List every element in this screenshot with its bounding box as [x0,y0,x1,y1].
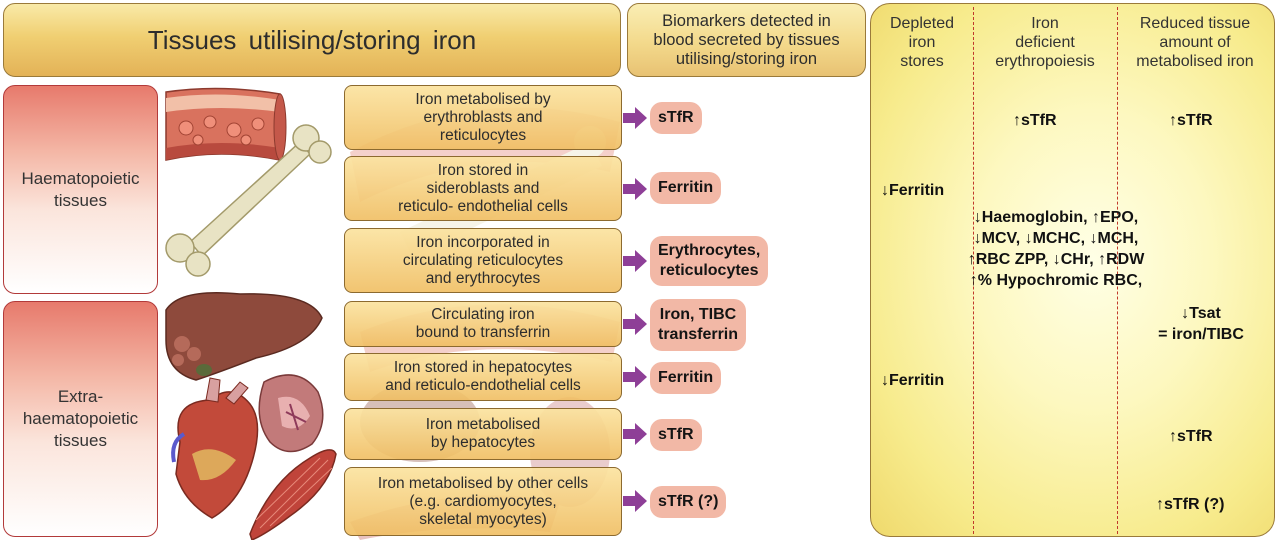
arrow-right-icon [623,107,647,129]
extra-haematopoietic-tissues-box: Extra- haematopoietic tissues [3,301,158,537]
bone-marrow-icon [165,87,287,161]
marker-erythrocytes: Erythrocytes, reticulocytes [650,236,769,286]
stage-header-reduced-tissue: Reduced tissue amount of metabolised iro… [1136,15,1254,70]
stage-header-erythropoiesis: Iron deficient erythropoiesis [995,15,1095,70]
process-box-erythroblasts: Iron metabolised by erythroblasts and re… [344,85,622,150]
process-box-circulating-cells: Iron incorporated in circulating reticul… [344,228,622,293]
value-ferritin-extra: ↓Ferritin [881,372,945,389]
marker-stfr-liver: sTfR [650,419,702,451]
haematopoietic-tissues-box: Haematopoietic tissues [3,85,158,294]
process-box-transferrin: Circulating iron bound to transferrin [344,301,622,347]
process-box-other-cells: Iron metabolised by other cells (e.g. ca… [344,467,622,536]
arrow-right-icon [623,250,647,272]
marker-ferritin-liver: Ferritin [650,362,722,394]
arrow-right-icon [623,313,647,335]
value-ferritin-haem: ↓Ferritin [881,182,945,199]
value-reduced-stfr-top: ↑sTfR [1169,112,1213,129]
process-box-sideroblasts: Iron stored in sideroblasts and reticulo… [344,156,622,221]
kidney-icon [258,374,324,453]
marker-iron-tibc: Iron, TIBC transferrin [650,299,747,351]
marker-stfr-other: sTfR (?) [650,486,727,518]
arrow-right-icon [623,178,647,200]
marker-stfr: sTfR [650,102,702,134]
stage-divider [973,7,974,536]
liver-icon [165,291,323,381]
tissue-illustrations [165,87,337,540]
value-reduced-stfr-mid: ↑sTfR [1169,428,1213,445]
stage-header-depleted: Depleted iron stores [889,15,955,70]
marker-ferritin: Ferritin [650,172,722,204]
biomarkers-title: Biomarkers detected in blood secreted by… [627,3,866,77]
stage-divider [1117,7,1118,536]
process-box-hepatocyte-metabolism: Iron metabolised by hepatocytes [344,408,622,460]
muscle-icon [249,449,337,540]
arrow-right-icon [623,423,647,445]
arrow-right-icon [623,490,647,512]
bone-icon [165,124,332,277]
heart-icon [171,377,259,519]
erythropoiesis-markers-block: ↓Haemoglobin, ↑EPO, ↓MCV, ↓MCHC, ↓MCH, ↑… [967,209,1145,289]
arrow-right-icon [623,366,647,388]
value-tsat: ↓Tsat = iron/TIBC [1158,305,1244,343]
iron-deficiency-stages-panel: Depleted iron stores Iron deficient eryt… [870,3,1275,537]
main-title: Tissues utilising/storing iron [3,3,621,77]
process-box-hepatocyte-storage: Iron stored in hepatocytes and reticulo-… [344,353,622,401]
value-erythropoiesis-stfr: ↑sTfR [1013,112,1057,129]
value-reduced-stfr-bottom: ↑sTfR (?) [1156,496,1225,513]
